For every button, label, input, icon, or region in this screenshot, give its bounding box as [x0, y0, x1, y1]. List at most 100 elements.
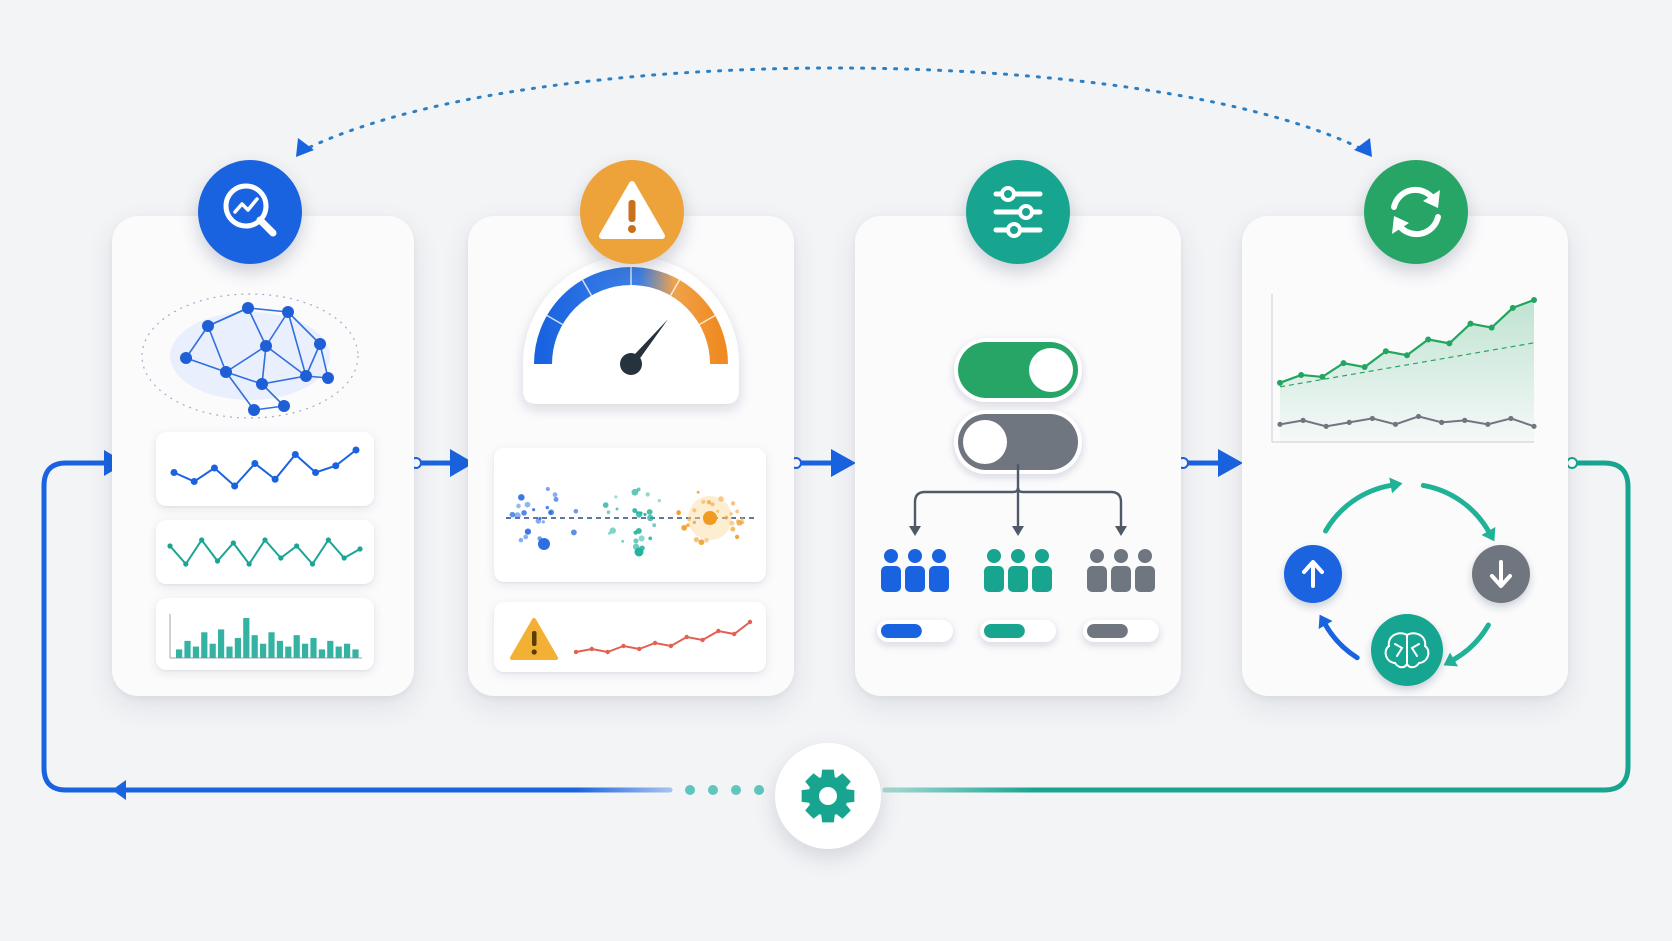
cycle-arc-top-left-head	[1389, 477, 1403, 494]
scatter-point	[647, 514, 654, 522]
people-group-icon	[881, 549, 949, 592]
scatter-point	[545, 505, 550, 510]
scatter-point	[516, 503, 521, 509]
wave-point	[278, 555, 284, 561]
scatter-point	[676, 510, 681, 515]
histogram-bar	[318, 649, 325, 658]
line-series	[173, 449, 357, 488]
scatter-point	[532, 508, 536, 512]
scatter-point	[710, 502, 715, 507]
trend-point-performance	[1446, 340, 1453, 347]
histogram-bar	[293, 635, 300, 658]
histogram-bar	[218, 629, 225, 658]
alert-point	[637, 646, 642, 652]
scatter-point	[648, 536, 653, 541]
scatter-point	[729, 520, 735, 526]
cycle-arc-right-head	[1443, 652, 1458, 667]
scatter-focus-point	[538, 538, 550, 550]
gauge-tick	[546, 314, 563, 326]
line-point	[332, 462, 340, 470]
warning-triangle-icon	[510, 618, 558, 660]
loop-end-node	[1566, 457, 1578, 469]
toggle-on-knob	[1029, 348, 1073, 392]
warning-triangle-icon	[599, 181, 665, 239]
stage-card-retrain	[1242, 216, 1568, 696]
cycle-arc-top-right	[1420, 482, 1491, 534]
loop-left-blue	[41, 460, 673, 793]
scatter-point	[607, 531, 611, 535]
branch-arrowhead	[1115, 526, 1127, 536]
histogram-bar	[285, 646, 292, 658]
histogram-bar	[176, 649, 183, 658]
alert-point	[573, 649, 579, 655]
histogram-bar	[260, 643, 267, 658]
trend-point-performance	[1488, 324, 1495, 331]
scatter-point	[621, 539, 625, 543]
histogram-bar	[344, 643, 351, 658]
scatter-point	[609, 527, 616, 534]
trend-point-performance	[1298, 371, 1305, 378]
gear-hole	[819, 787, 837, 805]
wave-point	[357, 546, 363, 552]
scatter-point	[535, 518, 542, 524]
histogram-bar	[276, 640, 283, 658]
scatter-point	[729, 512, 733, 516]
stage-badge-monitor	[198, 160, 302, 264]
alert-point	[668, 643, 674, 649]
loop-arrowhead-bottom	[112, 780, 126, 800]
trend-point-baseline	[1392, 421, 1399, 427]
sliders-icon	[993, 186, 1043, 238]
scatter-point	[635, 511, 643, 518]
alert-point	[731, 631, 737, 637]
line-point	[251, 460, 259, 467]
arrow-2-3	[790, 449, 856, 477]
scatter-point	[635, 527, 642, 534]
histogram-bar	[310, 638, 317, 658]
group-progress-fill	[984, 624, 1025, 638]
scatter-point	[686, 517, 692, 522]
alert-point	[684, 634, 689, 640]
scatter-point	[698, 539, 705, 546]
arrow-up-icon	[1302, 560, 1324, 588]
scatter-point	[509, 511, 516, 518]
trend-point-performance	[1467, 320, 1474, 327]
histogram-bar	[268, 632, 275, 658]
stage-card-monitor	[112, 216, 414, 696]
group-progress-fill	[1087, 624, 1128, 638]
scatter-point	[740, 517, 744, 521]
histogram-bar	[335, 646, 342, 658]
line-point	[352, 446, 360, 454]
scatter-point	[692, 508, 697, 513]
histogram-bar	[243, 618, 250, 658]
arrow-down-icon	[1490, 560, 1512, 588]
wave-series	[169, 538, 361, 566]
trend-area	[1280, 300, 1534, 442]
cycle-arc-left-head	[1318, 614, 1333, 629]
loop-dot	[708, 785, 718, 795]
trend-point-performance	[1404, 352, 1410, 359]
scatter-point	[615, 507, 619, 511]
loop-dot	[754, 785, 764, 795]
wave-point	[214, 558, 221, 564]
cycle-arc-top-right-head	[1481, 527, 1496, 542]
histogram-chart	[169, 614, 362, 659]
scatter-point	[633, 538, 639, 544]
arrow-3-4	[1177, 449, 1243, 477]
scatter-point	[524, 528, 532, 535]
alert-point	[605, 649, 610, 655]
performance-trend-chart	[1271, 294, 1537, 443]
scatter-point	[518, 494, 525, 501]
wave-point	[262, 537, 268, 543]
histogram-bar	[201, 632, 208, 658]
stage-badge-adjust	[966, 160, 1070, 264]
scatter-drift-chart	[506, 486, 756, 557]
stage-badge-detect	[580, 160, 684, 264]
metric-panel-histogram	[156, 598, 374, 670]
scatter-point	[541, 520, 545, 524]
histogram-bar	[327, 640, 334, 658]
gear-hub[interactable]	[775, 743, 881, 849]
scatter-point	[521, 510, 527, 516]
toggle-off-knob	[963, 420, 1007, 464]
scatter-point	[514, 512, 521, 519]
scatter-point	[735, 509, 740, 514]
